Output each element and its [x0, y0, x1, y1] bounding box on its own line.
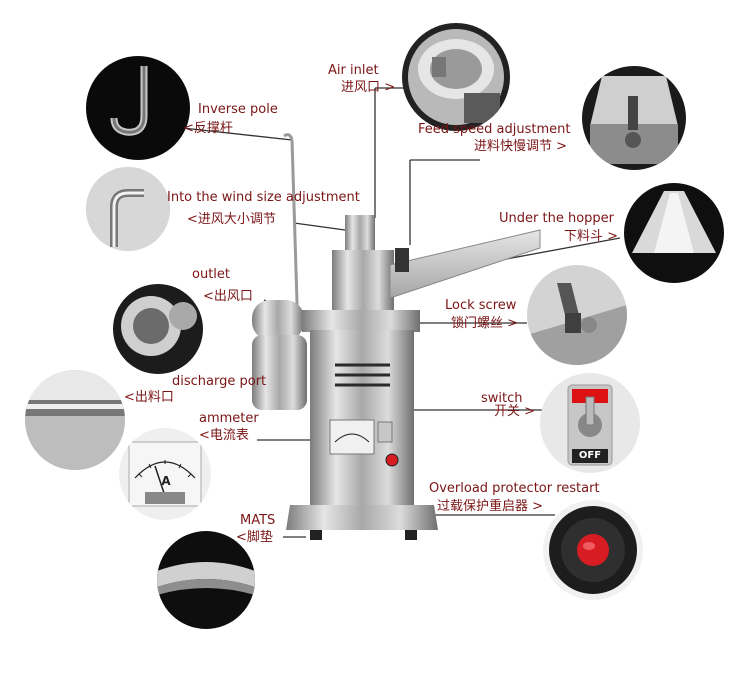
line-wind-size: [293, 222, 346, 231]
label-discharge-zh: <出料口: [124, 390, 174, 405]
label-overload-zh: 过载保护重启器 >: [437, 499, 544, 514]
label-ammeter-en: ammeter: [199, 411, 259, 426]
overload-photo: [543, 500, 643, 600]
grinder-machine: [252, 133, 541, 540]
label-mats-en: MATS: [240, 513, 276, 528]
feed-speed-photo: [582, 66, 686, 170]
label-overload-en: Overload protector restart: [429, 481, 600, 496]
hopper-photo: [624, 183, 724, 283]
mats-photo: [157, 531, 255, 629]
wind-size-photo: [86, 167, 170, 251]
label-ammeter-zh: <电流表: [199, 428, 249, 443]
discharge-port-photo: [25, 370, 125, 470]
label-air-inlet-en: Air inlet: [328, 63, 379, 78]
line-under-hopper: [489, 237, 621, 263]
outlet-photo: [113, 284, 203, 374]
label-lock-screw-en: Lock screw: [445, 298, 517, 313]
switch-off-label: OFF: [578, 450, 602, 461]
ammeter-a-label: A: [161, 474, 171, 488]
label-under-hopper-zh: 下料斗 >: [564, 229, 619, 244]
label-inverse-pole-zh: <反撑杆: [183, 121, 233, 136]
label-outlet-zh: <出风口: [203, 289, 253, 304]
line-inverse-pole: [182, 127, 293, 141]
label-wind-size-zh: <进风大小调节: [187, 212, 276, 227]
air-inlet-photo: [402, 23, 510, 131]
label-feed-speed-zh: 进料快慢调节 >: [474, 139, 568, 154]
ammeter-photo: A: [119, 428, 211, 520]
label-under-hopper-en: Under the hopper: [499, 211, 614, 226]
label-feed-speed-en: Feed speed adjustment: [418, 122, 571, 137]
label-wind-size-en: Into the wind size adjustment: [167, 190, 360, 205]
switch-photo: OFF: [540, 373, 640, 473]
label-mats-zh: <脚垫: [236, 530, 273, 545]
lock-screw-photo: [527, 265, 627, 365]
label-inverse-pole-en: Inverse pole: [198, 102, 278, 117]
label-lock-screw-zh: 锁门螺丝 >: [451, 316, 519, 331]
label-air-inlet-zh: 进风口 >: [341, 80, 396, 95]
label-discharge-en: discharge port: [172, 374, 267, 389]
label-switch-en: switch: [481, 391, 523, 406]
inverse-pole-photo: [86, 56, 190, 160]
label-switch-zh: 开关 >: [494, 404, 536, 419]
label-outlet-en: outlet: [192, 267, 230, 282]
